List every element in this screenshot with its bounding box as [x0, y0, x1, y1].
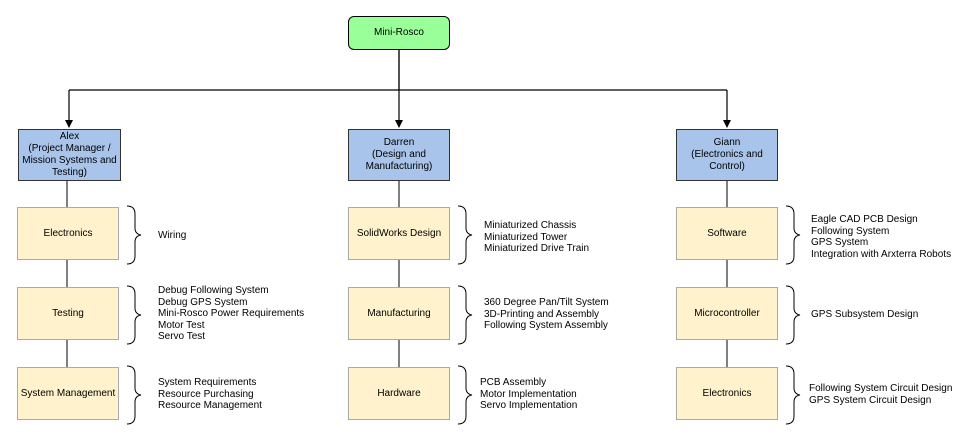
root-node[interactable]: Mini-Rosco: [348, 16, 450, 50]
task-node-electronics[interactable]: Electronics: [17, 207, 119, 260]
task-details: Debug Following System Debug GPS System …: [158, 285, 305, 342]
task-node-testing[interactable]: Testing: [17, 287, 119, 340]
brace: [126, 365, 142, 425]
task-details: Following System Circuit Design GPS Syst…: [809, 383, 953, 406]
task-node-microcontroller[interactable]: Microcontroller: [676, 287, 778, 340]
brace: [457, 365, 473, 425]
brace: [126, 285, 142, 345]
person-node-darren[interactable]: Darren (Design and Manufacturing): [348, 129, 450, 181]
task-label: SolidWorks Design: [356, 227, 442, 239]
brace: [785, 365, 801, 425]
task-details: System Requirements Resource Purchasing …: [158, 377, 262, 411]
task-node-hardware[interactable]: Hardware: [348, 367, 450, 420]
root-label: Mini-Rosco: [373, 27, 424, 38]
task-label: Microcontroller: [694, 307, 760, 319]
brace: [457, 205, 473, 265]
task-label: Electronics: [702, 387, 752, 399]
task-label: Testing: [52, 307, 84, 319]
task-details: PCB Assembly Motor Implementation Servo …: [480, 377, 578, 411]
task-node-system-management[interactable]: System Management: [17, 367, 119, 420]
task-node-electronics-2[interactable]: Electronics: [676, 367, 778, 420]
task-label: Software: [707, 227, 747, 239]
task-details: 360 Degree Pan/Tilt System 3D-Printing a…: [484, 297, 609, 331]
brace: [785, 205, 801, 265]
brace: [785, 285, 801, 345]
task-details: Eagle CAD PCB Design Following System GP…: [811, 214, 952, 260]
person-label: Alex (Project Manager / Mission Systems …: [22, 131, 117, 178]
task-details: GPS Subsystem Design: [811, 309, 919, 320]
task-node-manufacturing[interactable]: Manufacturing: [348, 287, 450, 340]
brace: [126, 205, 142, 265]
task-node-software[interactable]: Software: [676, 207, 778, 260]
person-label: Darren (Design and Manufacturing): [365, 137, 433, 172]
task-label: Hardware: [377, 387, 421, 399]
task-details: Miniaturized Chassis Miniaturized Tower …: [484, 220, 590, 254]
task-node-solidworks-design[interactable]: SolidWorks Design: [348, 207, 450, 260]
person-node-alex[interactable]: Alex (Project Manager / Mission Systems …: [18, 129, 121, 181]
task-label: Electronics: [43, 227, 93, 239]
person-label: Giann (Electronics and Control): [691, 137, 763, 172]
task-label: Manufacturing: [367, 307, 431, 319]
task-label: System Management: [20, 387, 116, 399]
person-node-giann[interactable]: Giann (Electronics and Control): [676, 129, 778, 181]
brace: [457, 285, 473, 345]
task-details: Wiring: [158, 230, 187, 241]
